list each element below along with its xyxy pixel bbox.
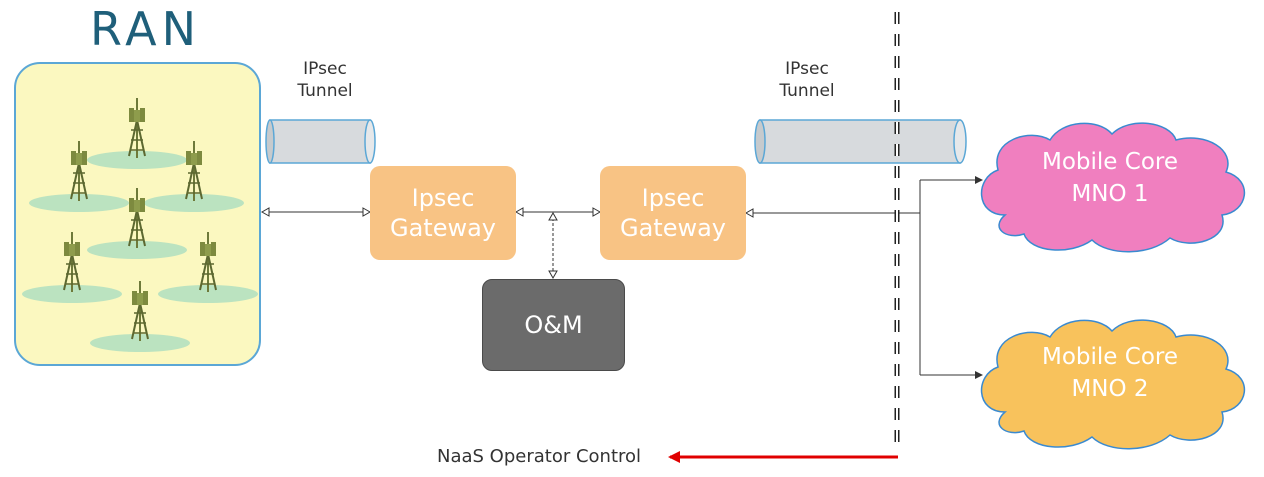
mno1-label-line1: Mobile Core	[1042, 149, 1178, 175]
ipsec-tunnel-right	[754, 119, 967, 164]
tunnel-label-left-line2: Tunnel	[297, 81, 353, 101]
cloud-mno2	[980, 319, 1245, 450]
ipsec-gateway-1: Ipsec Gateway	[370, 166, 516, 260]
cell-tower-icon	[21, 231, 123, 304]
gateway-2-line2: Gateway	[619, 214, 727, 242]
cell-tower-icon	[86, 97, 188, 170]
mno2-label-line2: MNO 2	[1071, 376, 1149, 402]
tunnel-label-right-line1: IPsec	[785, 59, 829, 79]
mno2-label-line1: Mobile Core	[1042, 344, 1178, 370]
tunnel-label-left: IPsec Tunnel	[280, 58, 370, 102]
tunnel-label-left-line1: IPsec	[303, 59, 347, 79]
ipsec-tunnel-left	[265, 119, 376, 164]
tunnel-label-right-line2: Tunnel	[779, 81, 835, 101]
mno1-label-line2: MNO 1	[1071, 181, 1149, 207]
mno2-label: Mobile Core MNO 2	[1010, 341, 1210, 405]
cloud-mno1	[980, 122, 1245, 253]
gateway-2-line1: Ipsec	[641, 184, 705, 212]
cell-tower-icon	[28, 140, 130, 213]
cell-tower-icon	[143, 140, 245, 213]
mno1-label: Mobile Core MNO 1	[1010, 146, 1210, 210]
naas-operator-control-label: NaaS Operator Control	[437, 446, 642, 467]
tunnel-label-right: IPsec Tunnel	[762, 58, 852, 102]
ran-title: RAN	[90, 2, 201, 56]
gateway-1-line2: Gateway	[389, 214, 497, 242]
ipsec-gateway-2: Ipsec Gateway	[600, 166, 746, 260]
om-box: O&M	[482, 279, 625, 371]
gateway-1-line1: Ipsec	[411, 184, 475, 212]
cell-tower-icon	[157, 231, 259, 304]
